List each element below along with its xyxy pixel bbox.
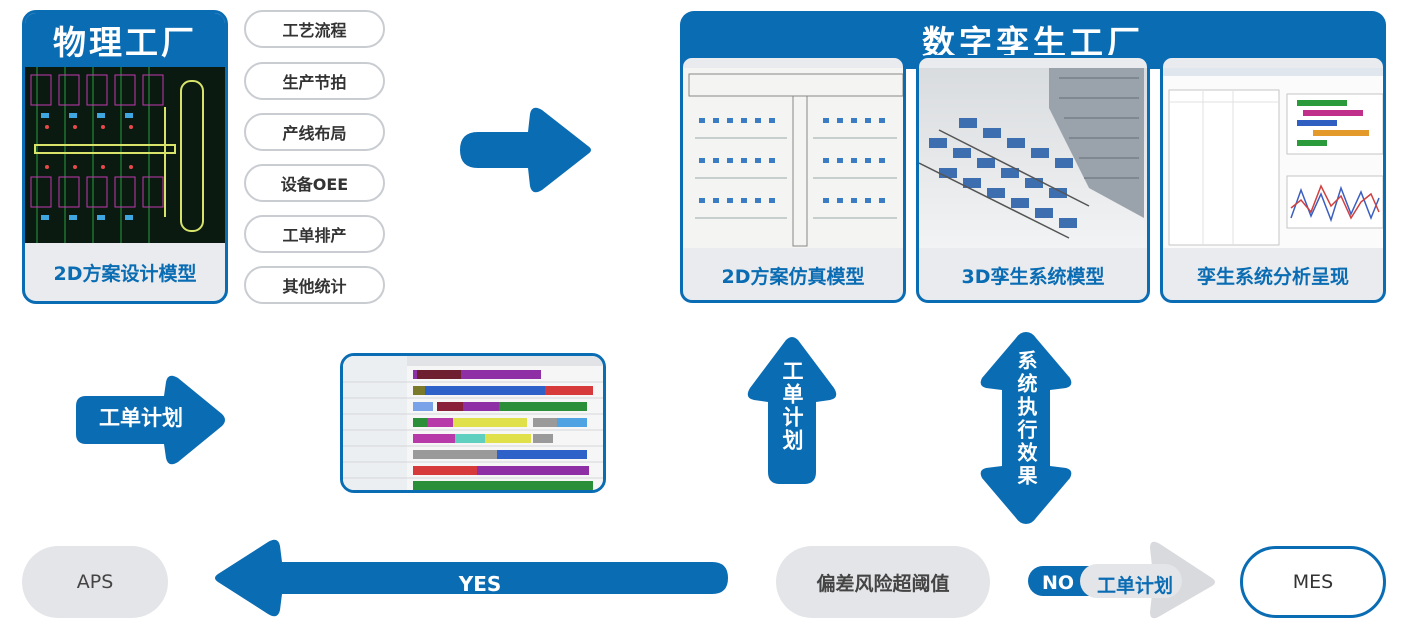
twin-card-analysis-caption: 孪生系统分析呈现	[1196, 265, 1349, 288]
feature-pill-other: 其他统计	[244, 266, 385, 304]
work-order-plan-up-text: 工单计划	[780, 360, 804, 452]
up-arrow-icon	[747, 337, 837, 484]
twin-card-2d-caption: 2D方案仿真模型	[721, 265, 865, 288]
analysis-screenshot-image	[1163, 68, 1383, 248]
digital-twin-panel: 数字孪生工厂	[680, 11, 1386, 303]
deviation-threshold-node: 偏差风险超阈值	[776, 546, 990, 618]
2d-simulation-image	[683, 68, 903, 248]
physical-factory-panel: 物理工厂	[22, 10, 228, 304]
twin-card-analysis: 孪生系统分析呈现	[1160, 55, 1386, 303]
mes-node: MES	[1240, 546, 1386, 618]
work-order-arrow-icon	[76, 375, 225, 465]
system-effect-text: 系统执行效果	[1014, 350, 1038, 488]
feature-pill-scheduling: 工单排产	[244, 215, 385, 253]
gantt-schedule-image	[340, 353, 606, 493]
twin-card-2d-sim: 2D方案仿真模型	[680, 55, 906, 303]
feature-pill-takt: 生产节拍	[244, 62, 385, 100]
twin-card-3d-caption: 3D孪生系统模型	[961, 265, 1105, 288]
yes-arrow-icon	[215, 539, 728, 617]
yes-label: YES	[458, 572, 502, 596]
aps-node: APS	[22, 546, 168, 618]
system-effect-label: 系统执行效果	[1014, 350, 1038, 493]
3d-model-image	[919, 68, 1147, 248]
feature-pill-layout: 产线布局	[244, 113, 385, 151]
work-order-plan-label-left: 工单计划	[99, 406, 183, 430]
cad-layout-image	[25, 67, 225, 243]
double-arrow-icon	[980, 332, 1072, 524]
right-arrow-icon	[460, 107, 591, 193]
feature-pill-oee: 设备OEE	[244, 164, 385, 202]
physical-factory-title: 物理工厂	[25, 13, 225, 67]
no-label: NO	[1041, 572, 1075, 594]
feature-pill-process: 工艺流程	[244, 10, 385, 48]
work-order-plan-label-up: 工单计划	[780, 360, 804, 452]
physical-factory-caption: 2D方案设计模型	[53, 262, 197, 285]
work-order-plan-label-bottom: 工单计划	[1096, 575, 1173, 597]
twin-card-3d: 3D孪生系统模型	[916, 55, 1150, 303]
no-arrow-icon	[1028, 541, 1215, 619]
